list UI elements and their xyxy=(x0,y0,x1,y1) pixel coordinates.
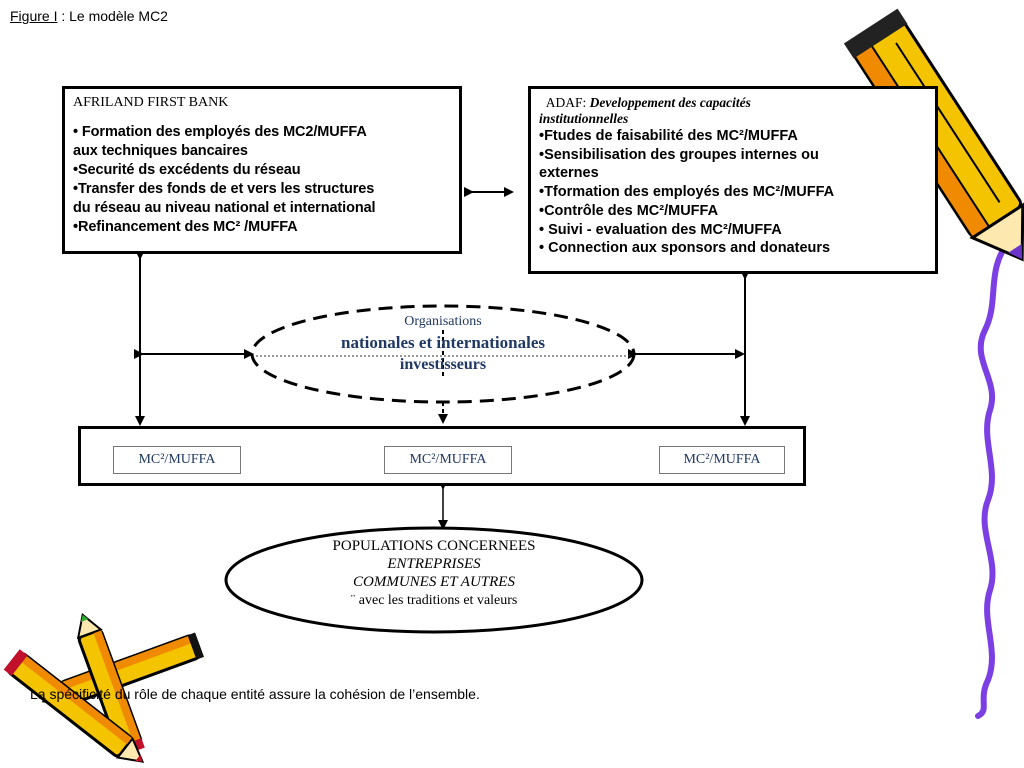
figure-label: Figure I xyxy=(10,8,58,24)
populations-line-4: ¨ avec les traditions et valeurs xyxy=(350,593,518,608)
mc2-row-box: MC²/MUFFA MC²/MUFFA MC²/MUFFA xyxy=(78,426,806,486)
figure-title: : Le modèle MC2 xyxy=(57,8,168,24)
footer-text: La spécificité du rôle de chaque entité … xyxy=(30,686,480,702)
afriland-box: AFRILAND FIRST BANK • Formation des empl… xyxy=(62,86,462,254)
pencils-icon xyxy=(3,612,204,763)
afriland-item: aux techniques bancaires xyxy=(73,143,248,159)
squiggle-line xyxy=(975,237,1013,719)
adaf-title-italic: Developpement des capacités xyxy=(589,95,751,110)
adaf-title-label: ADAF: xyxy=(545,95,590,110)
mc2-box-right: MC²/MUFFA xyxy=(659,446,785,474)
adaf-item: • Connection aux sponsors and donateurs xyxy=(539,240,831,257)
org-line-3: investisseurs xyxy=(399,356,487,373)
afriland-item: • Formation des employés des MC2/MUFFA xyxy=(73,124,367,140)
afriland-item: •Refinancement des MC² /MUFFA xyxy=(73,219,298,235)
org-line-1: Organisations xyxy=(404,314,482,329)
org-line-2: nationales et internationales xyxy=(341,333,545,352)
afriland-item: •Transfer des fonds de et vers les struc… xyxy=(73,181,375,197)
afriland-item: •Securité ds excédents du réseau xyxy=(73,162,301,178)
populations-ellipse xyxy=(224,526,644,634)
populations-line-1: POPULATIONS CONCERNEES xyxy=(332,538,536,554)
adaf-item: •Sensibilisation des groupes internes ou xyxy=(539,146,819,163)
populations-line-2: ENTREPRISES xyxy=(387,556,481,572)
figure-caption: Figure I : Le modèle MC2 xyxy=(10,8,168,24)
adaf-item: • Suivi - evaluation des MC²/MUFFA xyxy=(539,221,782,238)
mc2-box-center: MC²/MUFFA xyxy=(384,446,512,474)
afriland-title: AFRILAND FIRST BANK xyxy=(73,95,229,110)
mc2-box-left: MC²/MUFFA xyxy=(113,446,241,474)
adaf-item: •Contrôle des MC²/MUFFA xyxy=(539,202,719,219)
adaf-title-italic-2: institutionnelles xyxy=(539,111,629,126)
populations-line-3: COMMUNES ET AUTRES xyxy=(353,574,515,590)
adaf-item: externes xyxy=(539,165,599,182)
adaf-item: •Ftudes de faisabilité des MC²/MUFFA xyxy=(539,128,798,144)
afriland-item: du réseau au niveau national et internat… xyxy=(73,200,376,216)
adaf-item: •Tformation des employés des MC²/MUFFA xyxy=(539,184,835,201)
